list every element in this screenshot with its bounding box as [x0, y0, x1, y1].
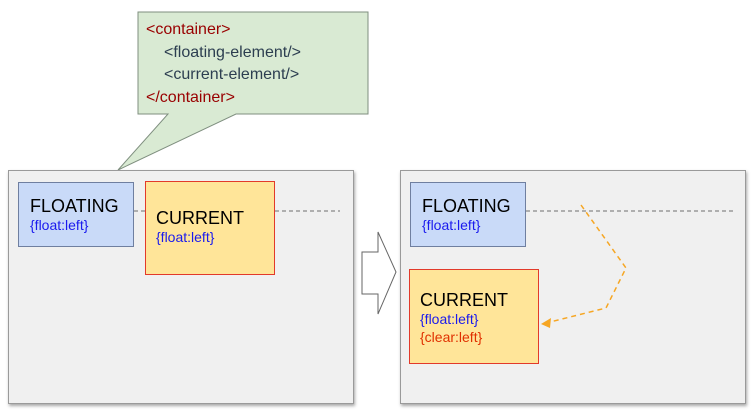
transition-arrow [361, 231, 397, 315]
left-floating-box: FLOATING {float:left} [18, 182, 134, 247]
code-line-container-close: </container> [146, 88, 235, 106]
right-current-title: CURRENT [420, 290, 508, 310]
clear-path-arrowhead [541, 318, 551, 328]
right-current-prop-clear: {clear:left} [420, 329, 483, 345]
right-floating-title: FLOATING [422, 196, 511, 216]
right-current-prop-float: {float:left} [420, 311, 479, 327]
right-floating-prop: {float:left} [422, 217, 481, 233]
left-current-prop: {float:left} [156, 229, 215, 245]
left-floating-title: FLOATING [30, 196, 119, 216]
left-current-box: CURRENT {float:left} [145, 181, 275, 275]
code-line-current-element: <current-element/> [164, 66, 300, 83]
code-line-floating-element: <floating-element/> [164, 43, 301, 61]
left-current-title: CURRENT [156, 208, 244, 228]
left-floating-prop: {float:left} [30, 217, 89, 233]
code-line-container-open: <container> [146, 21, 231, 38]
right-floating-box: FLOATING {float:left} [410, 182, 526, 247]
clear-path-arrow [545, 204, 627, 324]
right-current-box: CURRENT {float:left} {clear:left} [409, 269, 539, 364]
callout-bubble [117, 11, 369, 171]
callout-code: <container> <floating-element/> <current… [146, 19, 301, 109]
